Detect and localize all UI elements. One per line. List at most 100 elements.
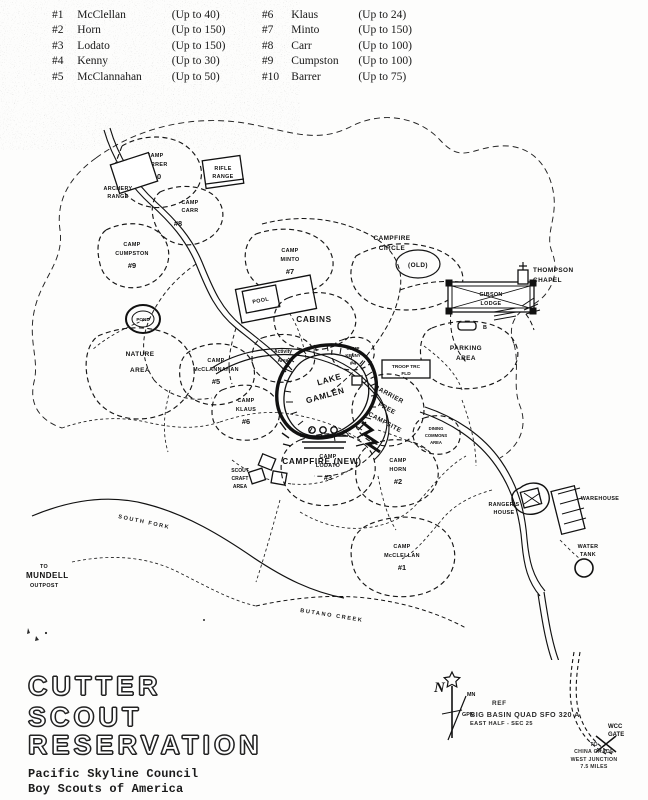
council-name: Pacific Skyline Council: [28, 766, 199, 781]
legend-row: #3 Lodato (Up to 150) #8 Carr (Up to 100…: [52, 39, 412, 54]
campsite-cumpston-number: #9: [128, 261, 136, 270]
scout-craft-label-3: AREA: [233, 484, 248, 490]
legend-row: #2 Horn (Up to 150) #7 Minto (Up to 150): [52, 23, 412, 38]
mundell-label-1: TO: [40, 564, 48, 570]
campsite-mcclellan-label-1: CAMP: [393, 544, 410, 550]
legend-left-capacity: (Up to 30): [171, 55, 220, 68]
legend-row: #4 Kenny (Up to 30) #9 Cumpston (Up to 1…: [52, 54, 412, 69]
camp-map: CAMP BARRER #10 ARCHERY RANGE RIFLE RANG…: [0, 100, 648, 660]
reservation-title-line-1: CUTTER: [27, 671, 162, 701]
legend-left-capacity: (Up to 150): [171, 24, 226, 37]
troop-field-label-2: FLD: [401, 371, 411, 377]
campsite-horn-label-2: HORN: [389, 467, 406, 473]
dining-commons-area: DINING COMMONS AREA: [412, 415, 461, 455]
campsite-horn: CAMP HORN #2: [355, 439, 439, 508]
scout-craft-shelters-icon: [247, 452, 288, 486]
campsite-horn-label-1: CAMP: [389, 458, 406, 464]
legend-spacer: [245, 8, 262, 23]
lake-hatch: [283, 344, 379, 442]
ranger-access-road: [419, 406, 546, 597]
campsite-kenny: CAMP KENNY #4: [331, 336, 375, 371]
legend-right-name: Minto: [291, 24, 320, 37]
scout-craft-area: SCOUT CRAFT AREA: [231, 452, 288, 490]
parking-area: PARKING AREA: [419, 320, 519, 390]
reservation-title-line-2: SCOUT RESERVATION: [27, 701, 263, 761]
legend-right-capacity: (Up to 150): [358, 24, 412, 37]
legend-left-number: #1: [52, 9, 64, 21]
legend-right-number: #10: [261, 70, 280, 83]
campsite-cumpston-label-1: CAMP: [123, 242, 140, 248]
declination-tick: [441, 709, 463, 715]
mundell-label-2: MUNDELL: [26, 571, 69, 580]
legend-left-capacity: (Up to 150): [171, 39, 226, 52]
campsite-minto-number: #7: [286, 267, 294, 276]
legend-body: #1 McClellan (Up to 40) #6 Klaus (Up to …: [52, 8, 412, 85]
campfire-circle-label-2: CIRCLE: [379, 245, 406, 252]
to-mundell-outpost: TO MUNDELL OUTPOST: [26, 564, 69, 589]
butano-creek-line: [255, 595, 467, 629]
campsite-lodato-label-1: CAMP: [319, 454, 336, 460]
map-reference-block: REF BIG BASIN QUAD SFO 320 A EAST HALF -…: [470, 700, 600, 727]
compass-north-letter: N: [433, 680, 446, 696]
campsite-lodato: CAMP LODATO #3: [280, 433, 376, 506]
organization-name: Boy Scouts of America: [28, 781, 184, 796]
warehouse: WAREHOUSE: [550, 484, 620, 536]
water-tank-label-2: TANK: [580, 552, 596, 558]
warehouse-label: WAREHOUSE: [581, 496, 620, 502]
china-grade-line-4: 7.5 MILES: [580, 764, 608, 771]
barrier-free-path-icon: [361, 420, 381, 454]
activity-area-label-2: Area: [277, 358, 288, 364]
legend-right-name: Carr: [291, 39, 312, 52]
gibson-lodge: GIBSON LODGE B: [445, 279, 537, 331]
archery-range-label-1: ARCHERY: [104, 186, 133, 192]
south-fork-creek: SOUTH FORK: [31, 498, 345, 599]
thompson-chapel-label-1: THOMPSON: [533, 267, 574, 274]
china-grade-line-3: WEST JUNCTION: [570, 756, 618, 763]
scout-craft-label-1: SCOUT: [231, 468, 249, 474]
compass-rose-drawing: N MN GPK: [433, 670, 475, 741]
true-north-mark-label: GPK: [462, 712, 474, 718]
compass-rose: N MN GPK: [424, 666, 504, 746]
magnetic-north-label: MN: [467, 692, 475, 698]
campsite-barrer-label-1: CAMP: [146, 153, 163, 159]
legend-row: #5 McClannahan (Up to 50) #10 Barrer (Up…: [52, 70, 412, 85]
legend-left-number: #3: [52, 39, 64, 52]
south-fork-line: [31, 498, 345, 599]
pool-label: POOL: [252, 296, 270, 305]
lake-label-2: GAMLEN: [305, 386, 346, 406]
campfire-new: CAMPFIRE (NEW): [279, 421, 367, 466]
campfire-new-label: CAMPFIRE (NEW): [282, 457, 361, 466]
gibson-lodge-label-2: LODGE: [481, 301, 502, 307]
legend-left-name: McClellan: [77, 9, 126, 21]
campsite-carr-label-2: CARR: [182, 208, 199, 214]
map-scatter-marks: [27, 619, 205, 641]
to-china-grade-note: TO CHINA GRADE WEST JUNCTION 7.5 MILES: [548, 742, 640, 772]
legend-right-capacity: (Up to 100): [358, 39, 412, 52]
reference-quad: BIG BASIN QUAD SFO 320 A: [470, 709, 580, 719]
water-tank: WATER TANK: [559, 539, 598, 578]
commons-label-2: COMMONS: [425, 433, 448, 438]
campsite-barrer-label-2: BARRER: [142, 162, 167, 168]
rangers-house: RANGER'S HOUSE: [488, 482, 550, 516]
rangers-house-label-1: RANGER'S: [488, 502, 519, 508]
legend-left-capacity: (Up to 40): [171, 9, 220, 21]
pond: POND: [125, 304, 161, 334]
parking-area-label-1: PARKING: [450, 345, 482, 352]
nature-area-label-1: NATURE: [126, 351, 155, 358]
legend-right-number: #8: [261, 39, 274, 52]
reference-label: REF: [492, 700, 507, 707]
legend-spacer: [245, 23, 262, 38]
lake-gamlen: LAKE GAMLEN: [275, 343, 379, 442]
troop-field-label-1: TROOP TRC: [392, 364, 421, 370]
south-fork-label: SOUTH FORK: [118, 514, 171, 531]
campsite-kenny-number: #4: [350, 361, 356, 367]
campfire-circle-label-1: CAMPFIRE: [374, 235, 411, 242]
mundell-label-3: OUTPOST: [30, 583, 59, 589]
legend-left-name: Horn: [77, 24, 101, 37]
troop-training-field: TROOP TRC FLD: [381, 359, 431, 379]
lodge-access-road: [399, 281, 535, 363]
swimming-pool: POOL: [234, 274, 318, 324]
campsite-kenny-label-1: CAMP: [347, 346, 360, 351]
campsite-klaus-label-1: CAMP: [237, 398, 254, 404]
legend-left-number: #5: [52, 70, 64, 83]
